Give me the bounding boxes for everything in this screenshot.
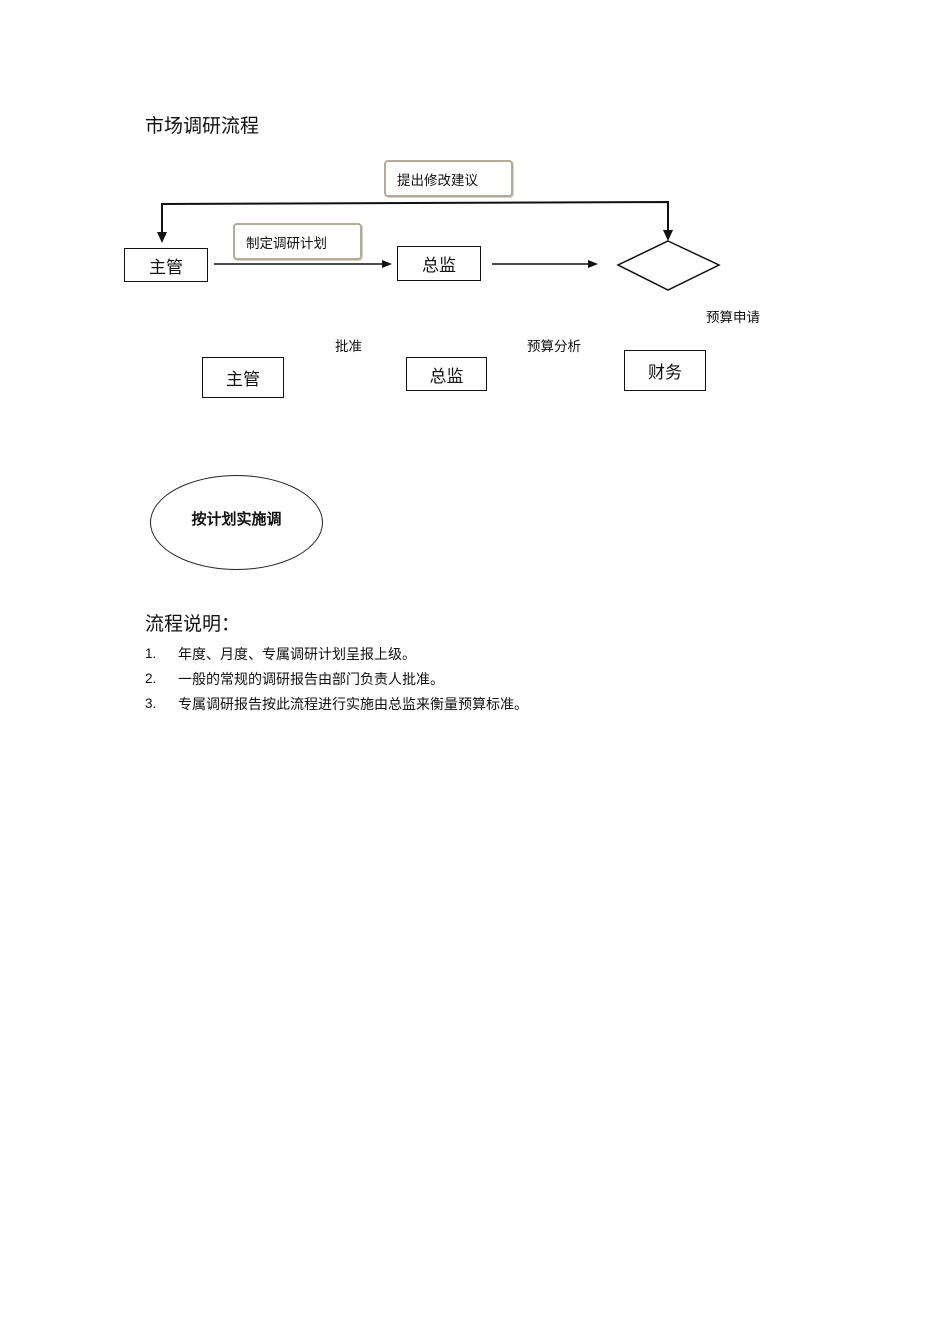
suggest-revision-label: 提出修改建议	[397, 172, 478, 189]
manager-box-top-label: 主管	[149, 257, 183, 278]
finance-box: 财务	[624, 350, 706, 391]
feedback-arrowhead-diamond	[663, 230, 673, 241]
manager-box-bottom: 主管	[202, 357, 284, 398]
execute-plan-label: 按计划实施调	[191, 510, 282, 528]
manager-box-top: 主管	[124, 248, 208, 282]
list-item-text: 年度、月度、专属调研计划呈报上级。	[178, 646, 416, 663]
approve-label: 批准	[335, 339, 362, 355]
list-item-number: 3.	[145, 696, 157, 711]
budget-request-label: 预算申请	[706, 310, 760, 326]
feedback-connector	[161, 200, 669, 232]
list-item: 3. 专属调研报告按此流程进行实施由总监来衡量预算标准。	[145, 691, 528, 716]
arrowhead-director	[382, 260, 392, 268]
director-box-bottom-label: 总监	[429, 366, 464, 387]
feedback-arrowhead-manager	[157, 232, 167, 243]
decision-diamond	[616, 240, 721, 291]
notes-title: 流程说明：	[145, 613, 241, 635]
notes-list: 1. 年度、月度、专属调研计划呈报上级。 2. 一般的常规的调研报告由部门负责人…	[145, 641, 528, 716]
make-plan-label: 制定调研计划	[246, 235, 327, 252]
arrowhead-decision	[588, 260, 598, 268]
page-title: 市场调研流程	[145, 115, 260, 137]
execute-plan-ellipse: 按计划实施调	[150, 475, 323, 570]
list-item-number: 1.	[145, 646, 157, 661]
list-item: 1. 年度、月度、专属调研计划呈报上级。	[145, 641, 528, 666]
director-box-top-label: 总监	[422, 256, 456, 276]
list-item-text: 一般的常规的调研报告由部门负责人批准。	[178, 671, 444, 688]
director-box-bottom: 总监	[406, 357, 487, 391]
list-item-number: 2.	[145, 671, 157, 686]
budget-analysis-label: 预算分析	[527, 339, 581, 355]
make-plan-callout: 制定调研计划	[233, 223, 362, 260]
list-item: 2. 一般的常规的调研报告由部门负责人批准。	[145, 666, 528, 691]
manager-box-bottom-label: 主管	[226, 370, 260, 390]
list-item-text: 专属调研报告按此流程进行实施由总监来衡量预算标准。	[178, 696, 528, 713]
finance-box-label: 财务	[648, 363, 682, 383]
director-box-top: 总监	[397, 246, 481, 281]
suggest-revision-callout: 提出修改建议	[384, 160, 513, 197]
